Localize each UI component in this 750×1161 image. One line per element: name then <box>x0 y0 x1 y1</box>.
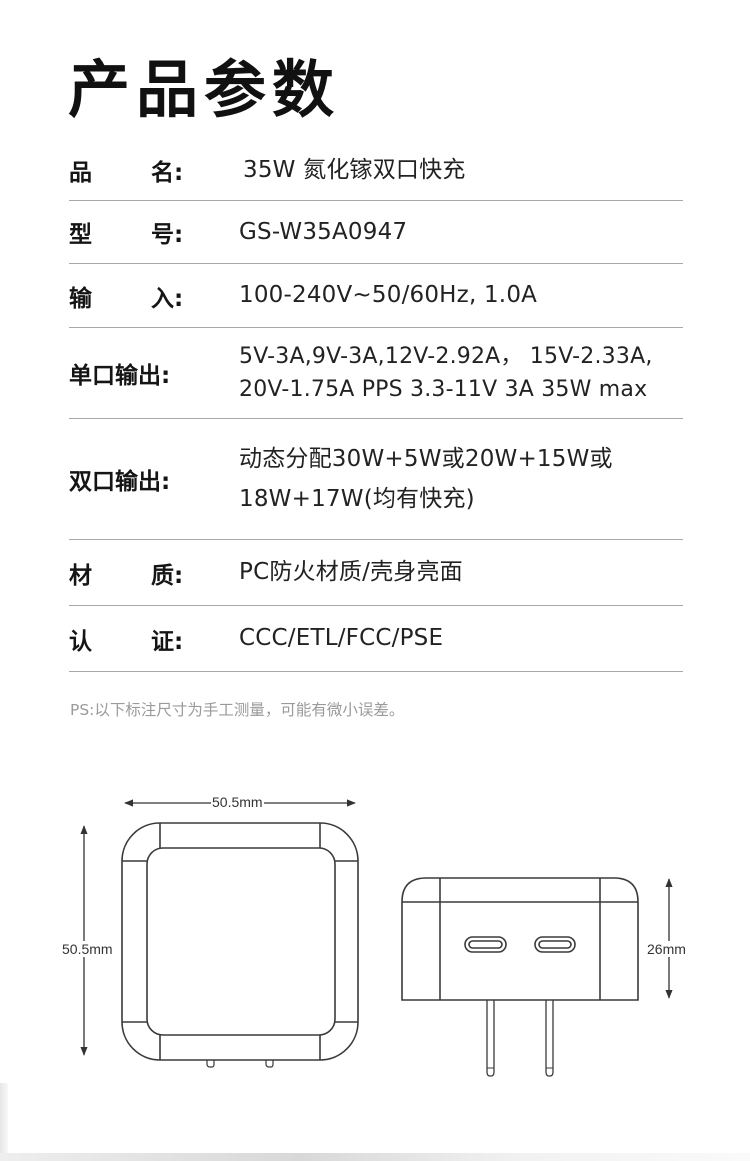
spec-value: CCC/ETL/FCC/PSE <box>239 622 443 655</box>
spec-value-line: 35W 氮化镓双口快充 <box>243 156 466 183</box>
page-title: 产品参数 <box>68 53 341 126</box>
spec-value-line: 动态分配30W+5W或20W+15W或 <box>239 446 613 472</box>
spec-value: 100-240V~50/60Hz, 1.0A <box>239 279 537 312</box>
bottom-frame-edge <box>0 1083 8 1161</box>
spec-value-line: 5V-3A,9V-3A,12V-2.92A， 15V-2.33A, <box>239 344 653 369</box>
spec-value-line: 20V-1.75A PPS 3.3-11V 3A 35W max <box>239 377 648 402</box>
spec-value: PC防火材质/壳身亮面 <box>239 556 463 589</box>
spec-row-material: 材 质: PC防火材质/壳身亮面 <box>69 540 683 606</box>
spec-row-model: 型 号: GS-W35A0947 <box>69 201 683 264</box>
spec-value-line: GS-W35A0947 <box>239 218 408 245</box>
spec-label: 认 证: <box>69 622 239 656</box>
spec-row-name: 品 名: 35W 氮化镓双口快充 <box>69 140 683 201</box>
spec-label-second: 入: <box>151 285 184 312</box>
spec-row-single-output: 单口输出: 5V-3A,9V-3A,12V-2.92A， 15V-2.33A, … <box>69 328 683 419</box>
spec-label-second: 号: <box>151 222 184 248</box>
spec-value: 5V-3A,9V-3A,12V-2.92A， 15V-2.33A, 20V-1.… <box>239 340 653 406</box>
spec-label: 品 名: <box>69 153 239 187</box>
spec-label-first: 双口输出: <box>69 469 171 495</box>
spec-value: 35W 氮化镓双口快充 <box>239 154 466 187</box>
spec-value-line: CCC/ETL/FCC/PSE <box>239 625 444 651</box>
spec-label: 双口输出: <box>69 462 239 496</box>
spec-value-line: 100-240V~50/60Hz, 1.0A <box>239 282 538 308</box>
spec-row-input: 输 入: 100-240V~50/60Hz, 1.0A <box>69 264 683 328</box>
dimension-height-label: 50.5mm <box>61 941 114 957</box>
spec-value: 动态分配30W+5W或20W+15W或 18W+17W(均有快充) <box>239 439 613 519</box>
spec-label: 输 入: <box>69 279 239 313</box>
spec-label-first: 品 <box>69 160 92 186</box>
spec-label-first: 单口输出: <box>69 363 171 389</box>
dimension-depth-label: 26mm <box>646 941 687 957</box>
spec-row-dual-output: 双口输出: 动态分配30W+5W或20W+15W或 18W+17W(均有快充) <box>69 419 683 540</box>
measurement-note: PS:以下标注尺寸为手工测量，可能有微小误差。 <box>70 701 405 719</box>
spec-table: 品 名: 35W 氮化镓双口快充 型 号: GS-W35A0947 输 入: 1… <box>69 140 683 672</box>
spec-label-first: 型 <box>69 222 92 248</box>
spec-label: 单口输出: <box>69 356 239 390</box>
spec-label-first: 输 <box>69 285 92 312</box>
spec-label-first: 认 <box>69 628 92 655</box>
spec-row-certification: 认 证: CCC/ETL/FCC/PSE <box>69 606 683 672</box>
spec-label: 型 号: <box>69 215 239 249</box>
spec-label-second: 名: <box>151 160 184 186</box>
spec-value-line: 18W+17W(均有快充) <box>239 486 475 512</box>
spec-label-first: 材 <box>69 562 92 589</box>
spec-value: GS-W35A0947 <box>239 216 407 249</box>
spec-label: 材 质: <box>69 556 239 590</box>
bottom-frame-edge <box>0 1153 750 1161</box>
spec-value-line: PC防火材质/壳身亮面 <box>239 559 463 585</box>
spec-label-second: 质: <box>151 562 184 589</box>
spec-label-second: 证: <box>151 628 184 655</box>
dimension-width-label: 50.5mm <box>211 794 264 810</box>
